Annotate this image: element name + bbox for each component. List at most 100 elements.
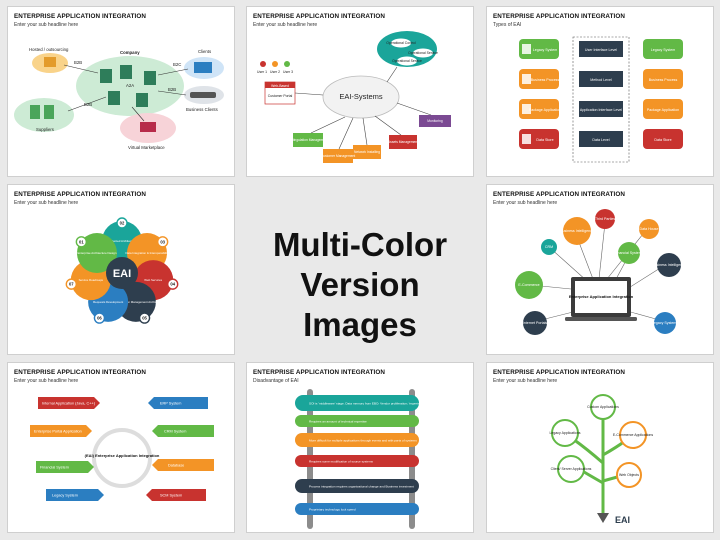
petal-number-badge <box>75 236 88 248</box>
slide-subtitle: Enter your sub headline here <box>493 378 558 384</box>
company-server-icon <box>108 91 120 105</box>
row-mid-label: Method Level <box>590 78 612 82</box>
item-text: SOI is 'middleware' stage. Data memory f… <box>309 402 469 406</box>
node-label: E-Commerce <box>518 283 539 287</box>
slide-types-of-eai[interactable]: ENTERPRISE APPLICATION INTEGRATION Types… <box>486 6 714 177</box>
right-label: CRM System <box>164 430 186 434</box>
hub-label: EAI-Systems <box>339 92 383 101</box>
slide-eai-systems[interactable]: ENTERPRISE APPLICATION INTEGRATION Enter… <box>246 6 474 177</box>
label-business-clients: Business Clients <box>186 107 218 112</box>
node-label: CRM <box>545 245 553 249</box>
left-arrow <box>30 425 92 437</box>
item-text: Process integration requires organizatio… <box>309 485 414 489</box>
leaf-label: Legacy Applications <box>550 431 581 435</box>
right-label: SCM System <box>160 494 182 498</box>
slide-title: ENTERPRISE APPLICATION INTEGRATION <box>253 13 386 20</box>
row-left-label: Package Application <box>529 108 561 112</box>
item-text: Proprietary technology lock speed <box>309 508 356 512</box>
left-label: Legacy System <box>52 494 78 498</box>
petal-number: 07 <box>69 282 74 287</box>
leaf-custom <box>590 394 616 420</box>
right-arrow <box>152 425 214 437</box>
portal-top-label: Web-Based <box>271 84 289 88</box>
arrow-line <box>386 66 398 83</box>
arrow-line <box>396 102 432 116</box>
petal-number: 03 <box>160 239 165 244</box>
node-label: Third Parties <box>595 217 616 221</box>
user-icon <box>260 61 266 67</box>
arrow-line <box>374 115 402 136</box>
slide-subtitle: Enter your sub headline here <box>14 378 79 384</box>
node-third-parties <box>595 209 615 229</box>
supplier-building-icon <box>44 105 54 119</box>
box-customer-management <box>323 149 353 163</box>
right-arrow <box>148 397 208 409</box>
cloud-item <box>397 56 417 66</box>
left-arrow <box>46 489 104 501</box>
left-arrow <box>38 397 100 409</box>
user-icon <box>272 61 278 67</box>
operations-cloud <box>377 31 437 67</box>
laptop-label: Enterprise Application Integration <box>569 294 634 299</box>
box-monitoring <box>419 115 451 127</box>
label-clients: Clients <box>198 49 211 54</box>
box-label: Customer Management <box>321 154 356 158</box>
right-label: ERP System <box>160 402 181 406</box>
leaf-ecommerce <box>619 421 647 449</box>
petal-label: Unstructured Information Management Arch… <box>98 300 174 304</box>
process-icon <box>522 74 531 84</box>
slide-eai-flower[interactable]: ENTERPRISE APPLICATION INTEGRATION Enter… <box>7 184 235 355</box>
hosted-server-icon <box>44 57 56 67</box>
petal-label: Requests Development <box>93 300 123 304</box>
eai-systems-hub <box>322 75 400 119</box>
cloud-item <box>413 48 433 58</box>
row-right-label: Legacy System <box>651 48 676 52</box>
supplier-building-icon <box>30 105 40 119</box>
arrow-line <box>338 117 354 150</box>
label-suppliers: Suppliers <box>36 127 54 132</box>
link-line <box>157 68 189 76</box>
label-b2b-left: B2B <box>84 102 92 107</box>
slide-title: ENTERPRISE APPLICATION INTEGRATION <box>14 369 147 376</box>
petal-number: 02 <box>120 221 125 226</box>
slide-disadvantages[interactable]: ENTERPRISE APPLICATION INTEGRATION Disad… <box>246 362 474 533</box>
slide-title: ENTERPRISE APPLICATION INTEGRATION <box>253 369 386 376</box>
cloud-label: Operational Service <box>408 51 438 55</box>
row-mid-label: Application Interface Level <box>580 108 622 112</box>
row-left-label: Data Store <box>536 138 553 142</box>
portal-header <box>265 82 295 88</box>
petal-number-badge <box>93 312 106 324</box>
clients-laptop-icon <box>194 62 212 73</box>
slide-network-diagram[interactable]: ENTERPRISE APPLICATION INTEGRATION Enter… <box>7 6 235 177</box>
item-bar <box>295 415 419 427</box>
tree-base-label: EAI <box>615 515 630 525</box>
title-line-1: Multi-Color <box>272 226 448 263</box>
item-text: Requires an amount of technical expertis… <box>309 420 367 424</box>
row-mid-box <box>579 71 623 87</box>
cloud-item <box>391 38 411 48</box>
cloud-label: Operational Service <box>392 59 422 63</box>
link-line <box>131 106 145 122</box>
petal-number-badge <box>65 278 78 290</box>
petal-label: Data Integration & Interoperability <box>125 251 169 255</box>
row-right-box <box>643 39 683 59</box>
petal-number: 04 <box>170 282 175 287</box>
connector <box>548 246 588 282</box>
node-legacy <box>654 312 676 334</box>
box-network <box>353 145 381 159</box>
row-mid-label: Data Level <box>592 138 609 142</box>
leaf-label: E-Commerce Applications <box>613 433 654 437</box>
laptop-base <box>565 317 637 321</box>
row-right-box <box>643 129 683 149</box>
row-mid-label: User Interface Level <box>585 48 617 52</box>
slide-eai-tree[interactable]: ENTERPRISE APPLICATION INTEGRATION Enter… <box>486 362 714 533</box>
disadvantages-list: SOI is 'middleware' stage. Data memory f… <box>295 389 469 529</box>
row-right-label: Package Application <box>647 108 679 112</box>
user-label: User 2 <box>270 70 280 74</box>
arrow-line <box>310 116 346 134</box>
package-icon <box>522 104 531 114</box>
row-right-label: Data Store <box>654 138 671 142</box>
node-crm <box>541 239 557 255</box>
slide-eai-arrows[interactable]: ENTERPRISE APPLICATION INTEGRATION Enter… <box>7 362 235 533</box>
slide-eai-laptop[interactable]: ENTERPRISE APPLICATION INTEGRATION Enter… <box>486 184 714 355</box>
